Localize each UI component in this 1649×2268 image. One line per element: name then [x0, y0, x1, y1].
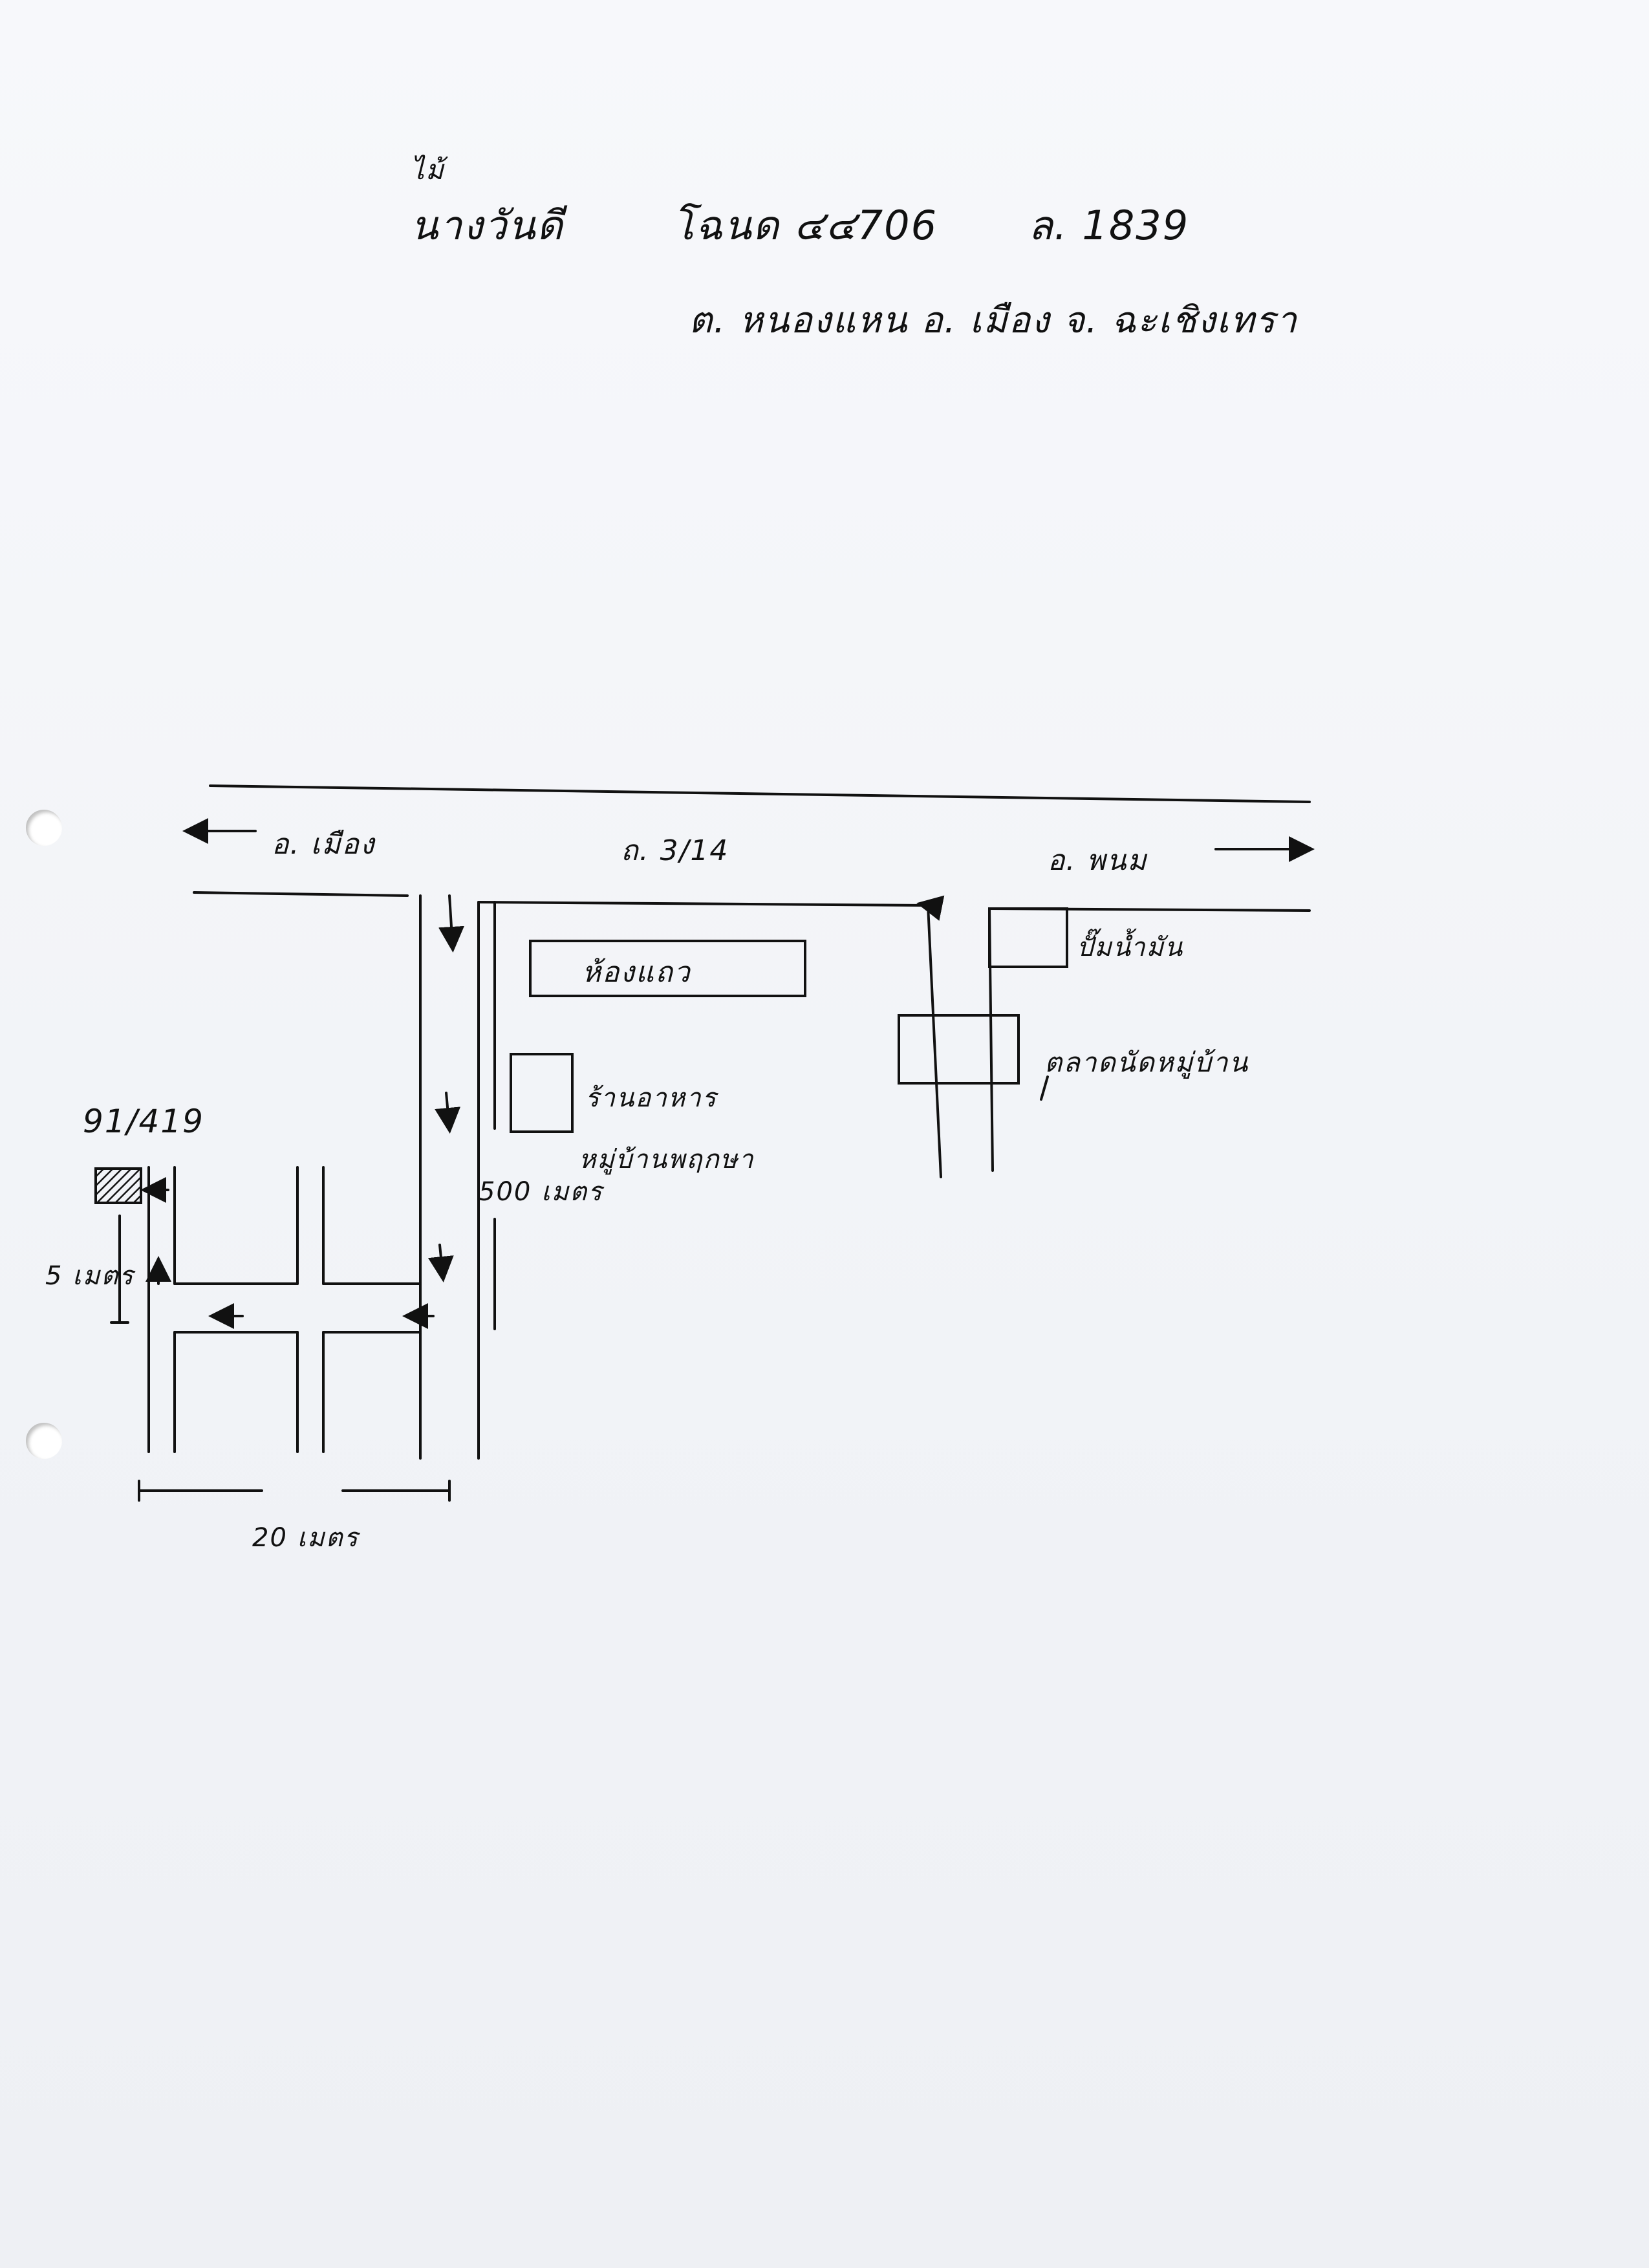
- punch-hole: [26, 810, 62, 846]
- label-row-house: ห้องแถว: [582, 956, 691, 989]
- label-5m: 5 เมตร: [45, 1261, 135, 1291]
- label-house-number: 91/419: [83, 1103, 204, 1140]
- plot-number: ล. 1839: [1028, 202, 1190, 249]
- gas-station-rect: [988, 907, 1068, 968]
- land-plot-hatched: [94, 1167, 142, 1204]
- deed-number: โฉนด ๔๔706: [673, 202, 938, 249]
- label-to-left: อ. เมือง: [272, 828, 376, 861]
- label-20m: 20 เมตร: [252, 1523, 360, 1553]
- label-to-right: อ. พนม: [1048, 844, 1148, 877]
- label-shop: ร้านอาหาร: [585, 1083, 718, 1113]
- main-road-bottom-mid: [477, 901, 929, 907]
- location-line: ต. หนองแหน อ. เมือง จ. ฉะเชิงเทรา: [689, 299, 1299, 341]
- label-road: ถ. 3/14: [621, 834, 729, 867]
- market-rect: [898, 1014, 1020, 1085]
- label-500m: 500 เมตร: [479, 1177, 603, 1207]
- row-house-rect: [529, 940, 806, 997]
- cross-left-edge: [927, 904, 942, 1178]
- label-gas-station: ปั๊มน้ำมัน: [1077, 933, 1184, 962]
- label-village: หมู่บ้านพฤกษา: [579, 1145, 755, 1174]
- label-market: ตลาดนัดหมู่บ้าน: [1044, 1046, 1249, 1078]
- shop-rect: [510, 1053, 574, 1133]
- punch-hole: [26, 1423, 62, 1459]
- header-mark: ไม้: [411, 154, 445, 186]
- owner-name: นางวันดี: [411, 202, 564, 249]
- main-road-top-edge: [209, 784, 1311, 803]
- main-road-bottom-left: [193, 891, 409, 897]
